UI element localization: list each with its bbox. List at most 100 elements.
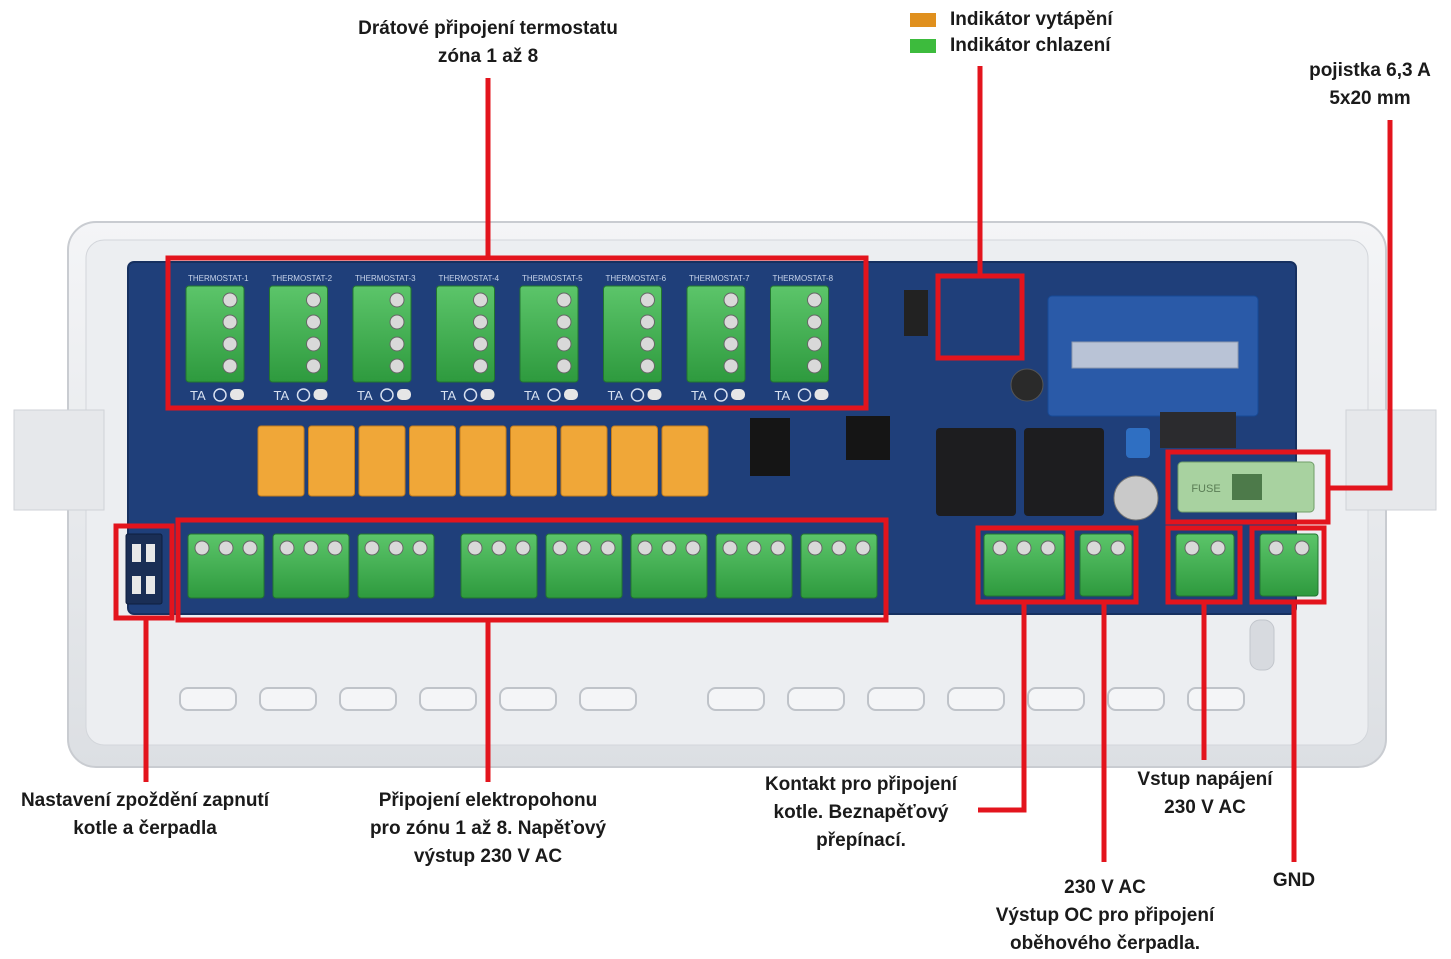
screw bbox=[242, 540, 258, 556]
callout-lines bbox=[113, 66, 1393, 862]
relay bbox=[661, 425, 709, 497]
screw bbox=[640, 336, 655, 352]
thermostat-terminal: THERMOSTAT-4TA bbox=[436, 274, 500, 403]
ta-jumper bbox=[480, 389, 495, 400]
strain-relief bbox=[787, 687, 845, 711]
screw bbox=[389, 314, 405, 330]
fuse-holder-text: FUSE bbox=[1191, 483, 1220, 495]
screw bbox=[855, 540, 871, 556]
relay bbox=[611, 425, 658, 497]
screw bbox=[389, 358, 405, 374]
label-thermostat: Drátové připojení termostatu zóna 1 až 8 bbox=[318, 15, 658, 71]
label-actuator-line-1: Připojení elektropohonu bbox=[378, 790, 598, 811]
highlight-thermostat bbox=[165, 255, 869, 411]
ta-led-ring bbox=[463, 388, 478, 402]
screw bbox=[473, 336, 488, 352]
label-gnd-line-1: GND bbox=[1272, 870, 1316, 891]
label-delay-line-1: Nastavení zpoždění zapnutí bbox=[20, 790, 270, 811]
legend-cooling: Indikátor chlazení bbox=[910, 35, 1110, 57]
screw bbox=[600, 540, 616, 556]
thermostat-terminal: THERMOSTAT-3TA bbox=[352, 274, 416, 403]
screw bbox=[640, 314, 655, 330]
output-terminal bbox=[630, 533, 708, 599]
terminal-block bbox=[185, 285, 245, 383]
label-fuse: pojistka 6,3 A 5x20 mm bbox=[1290, 57, 1450, 113]
label-pump-line-1: 230 V AC bbox=[1064, 877, 1146, 898]
screw bbox=[640, 358, 655, 374]
thermostat-terminal-label: THERMOSTAT-4 bbox=[439, 274, 500, 283]
ta-jumper bbox=[313, 389, 328, 400]
screw bbox=[746, 540, 762, 556]
screw bbox=[807, 314, 822, 330]
label-actuator: Připojení elektropohonu pro zónu 1 až 8.… bbox=[340, 787, 636, 871]
screw bbox=[473, 358, 488, 374]
legend-heating-label: Indikátor vytápění bbox=[950, 9, 1113, 30]
label-power-line-2: 230 V AC bbox=[1164, 797, 1246, 818]
screw bbox=[327, 540, 343, 556]
thermostat-terminal: THERMOSTAT-7TA bbox=[686, 274, 750, 403]
screw bbox=[306, 336, 321, 352]
thermostat-terminal-label: THERMOSTAT-7 bbox=[689, 274, 750, 283]
screw bbox=[306, 292, 321, 308]
gnd-terminal bbox=[1259, 533, 1319, 597]
screw bbox=[303, 540, 319, 556]
ta-jumper bbox=[647, 389, 662, 400]
screw bbox=[723, 314, 739, 330]
power-terminal bbox=[1175, 533, 1235, 597]
output-terminal bbox=[715, 533, 793, 599]
right-terminals: FUSE bbox=[983, 461, 1319, 597]
screw bbox=[807, 358, 822, 374]
output-terminal bbox=[357, 533, 435, 599]
heating-swatch bbox=[910, 13, 936, 27]
label-thermostat-line-2: zóna 1 až 8 bbox=[437, 46, 539, 67]
legend-cooling-label: Indikátor chlazení bbox=[950, 35, 1111, 56]
screw bbox=[473, 314, 488, 330]
ta-label: TA bbox=[274, 388, 290, 403]
terminal-block bbox=[436, 285, 495, 383]
terminal-block bbox=[603, 285, 662, 383]
screw bbox=[556, 358, 572, 374]
relay bbox=[358, 425, 406, 497]
screw bbox=[364, 540, 380, 556]
ta-jumper bbox=[397, 389, 411, 400]
ta-label: TA bbox=[775, 388, 791, 403]
relay bbox=[459, 425, 507, 497]
label-delay: Nastavení zpoždění zapnutí kotle a čerpa… bbox=[0, 787, 290, 843]
cooling-swatch bbox=[910, 39, 936, 53]
ta-label: TA bbox=[691, 388, 707, 403]
pump-terminal bbox=[1079, 533, 1133, 597]
highlight-outputs bbox=[175, 517, 889, 623]
strain-relief bbox=[499, 687, 557, 711]
screw bbox=[640, 292, 655, 308]
thermostat-terminal: THERMOSTAT-2TA bbox=[269, 274, 333, 403]
thermostat-terminal-label: THERMOSTAT-6 bbox=[606, 274, 667, 283]
ta-led-ring bbox=[630, 388, 645, 402]
strain-relief bbox=[179, 687, 237, 711]
screw bbox=[412, 540, 428, 556]
relay bbox=[308, 425, 355, 497]
label-power: Vstup napájení 230 V AC bbox=[1112, 766, 1298, 822]
ta-jumper bbox=[230, 389, 244, 400]
label-pump-line-3: oběhového čerpadla. bbox=[1009, 933, 1201, 954]
strain-relief bbox=[259, 687, 317, 711]
ta-led-ring bbox=[714, 388, 728, 402]
strain-relief bbox=[579, 687, 637, 711]
screw bbox=[556, 292, 572, 308]
terminal-block bbox=[269, 285, 328, 383]
highlight-gnd bbox=[1249, 525, 1327, 605]
ta-led-ring bbox=[296, 388, 311, 402]
thermostat-terminal: THERMOSTAT-6TA bbox=[603, 274, 667, 403]
thermostat-terminal-label: THERMOSTAT-3 bbox=[355, 274, 416, 283]
screw bbox=[222, 292, 238, 308]
ta-led-ring bbox=[547, 388, 561, 402]
screw bbox=[279, 540, 295, 556]
label-actuator-line-3: výstup 230 V AC bbox=[413, 846, 563, 867]
screw bbox=[556, 336, 572, 352]
relay bbox=[257, 425, 305, 497]
strain-relief bbox=[947, 687, 1005, 711]
ta-label: TA bbox=[608, 388, 624, 403]
strain-relief bbox=[707, 687, 765, 711]
screw bbox=[723, 336, 739, 352]
ta-jumper bbox=[731, 389, 745, 400]
